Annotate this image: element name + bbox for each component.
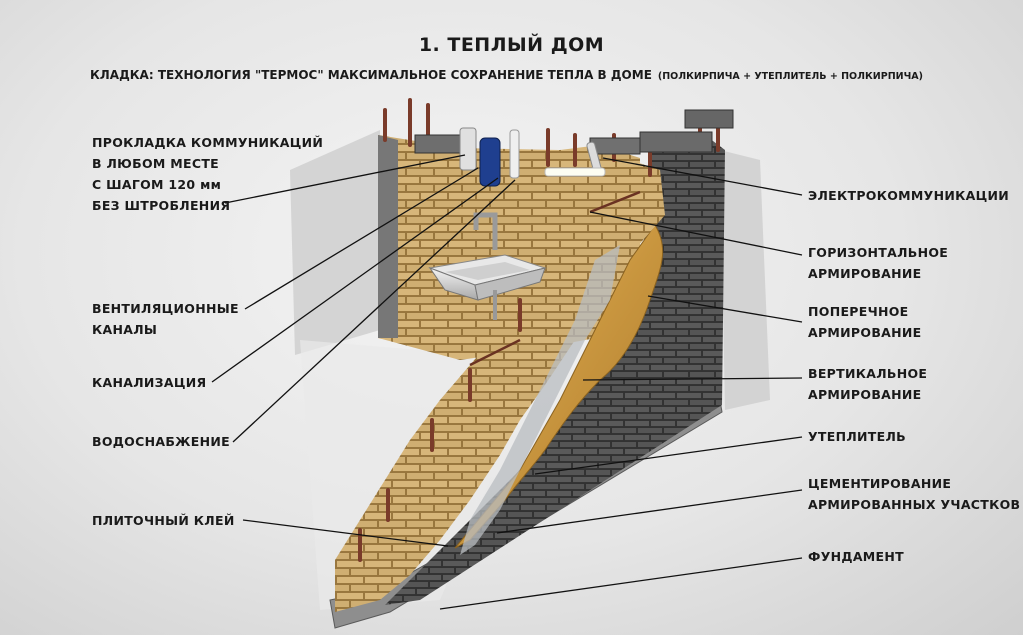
- top-block-caps: [414, 109, 734, 155]
- label-tile-adhesive: ПЛИТОЧНЫЙ КЛЕЙ: [92, 513, 235, 528]
- label-vertical-reinforcement: ВЕРТИКАЛЬНОЕ АРМИРОВАНИЕ: [808, 366, 928, 402]
- label-water-supply: ВОДОСНАБЖЕНИЕ: [92, 434, 230, 449]
- diagram-subtitle: КЛАДКА: ТЕХНОЛОГИЯ "ТЕРМОС" МАКСИМАЛЬНОЕ…: [90, 68, 923, 82]
- tile-adhesive-strip: [460, 245, 620, 555]
- label-electrical-communications: ЭЛЕКТРОКОММУНИКАЦИИ: [808, 188, 1010, 203]
- insulation-layer: [454, 224, 664, 549]
- subtitle-main: КЛАДКА: ТЕХНОЛОГИЯ "ТЕРМОС" МАКСИМАЛЬНОЕ…: [90, 68, 652, 82]
- leader-lines: [211, 154, 803, 610]
- label-transverse-reinforcement: ПОПЕРЕЧНОЕ АРМИРОВАНИЕ: [808, 304, 922, 340]
- light-fixture: [544, 167, 606, 177]
- label-cementing-reinforced-sections: ЦЕМЕНТИРОВАНИЕ АРМИРОВАННЫХ УЧАСТКОВ: [808, 476, 1021, 512]
- front-brick-wall: [335, 150, 665, 612]
- label-foundation: ФУНДАМЕНТ: [808, 549, 904, 564]
- subtitle-note: (ПОЛКИРПИЧА + УТЕПЛИТЕЛЬ + ПОЛКИРПИЧА): [657, 71, 923, 82]
- label-communications-routing: ПРОКЛАДКА КОММУНИКАЦИЙ В ЛЮБОМ МЕСТЕ С Ш…: [92, 135, 324, 213]
- faucet: [473, 212, 498, 250]
- wall-shadow: [290, 130, 770, 410]
- label-horizontal-reinforcement: ГОРИЗОНТАЛЬНОЕ АРМИРОВАНИЕ: [808, 245, 949, 281]
- back-wall-edge: [378, 135, 398, 338]
- label-ventilation-channels: ВЕНТИЛЯЦИОННЫЕ КАНАЛЫ: [92, 301, 239, 337]
- sink: [428, 254, 547, 320]
- pipes: [459, 127, 602, 187]
- diagram-title: 1. ТЕПЛЫЙ ДОМ: [418, 34, 605, 56]
- label-sewerage: КАНАЛИЗАЦИЯ: [92, 375, 207, 390]
- outer-block-wall: [385, 135, 725, 605]
- horizontal-rebar: [469, 190, 641, 367]
- label-insulation: УТЕПЛИТЕЛЬ: [808, 429, 906, 444]
